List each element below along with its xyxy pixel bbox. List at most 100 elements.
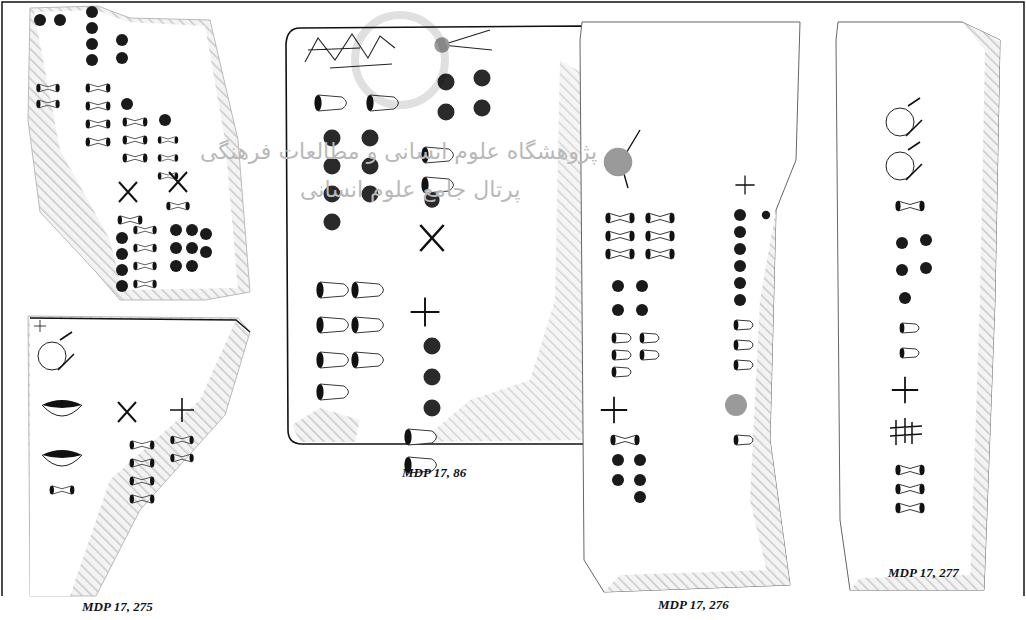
sign <box>411 298 440 327</box>
sign <box>734 360 753 370</box>
sign <box>640 350 659 360</box>
sign <box>424 400 441 417</box>
sign <box>734 320 753 330</box>
sign <box>116 280 128 292</box>
frame <box>2 2 1024 596</box>
sign <box>130 495 155 504</box>
sign <box>123 154 148 163</box>
sign <box>896 237 908 249</box>
sign <box>314 95 346 111</box>
sign <box>86 38 98 50</box>
watermark-logo <box>355 15 445 105</box>
sign <box>50 486 75 495</box>
sign <box>612 304 624 316</box>
sign <box>123 118 148 127</box>
sign <box>200 228 212 240</box>
sign <box>634 474 646 486</box>
sign <box>36 84 59 92</box>
sign <box>158 137 178 144</box>
tablet-label: MDP 17, 275 <box>82 600 153 614</box>
sign <box>735 175 754 194</box>
sign <box>424 369 441 386</box>
sign <box>734 435 753 445</box>
sign <box>121 98 133 110</box>
sign <box>186 260 198 272</box>
sign <box>899 292 911 304</box>
sign <box>166 202 189 210</box>
sign <box>324 214 341 231</box>
sign <box>892 377 918 403</box>
sign <box>133 280 156 288</box>
sign <box>725 394 747 416</box>
sign <box>86 6 98 18</box>
sign <box>116 52 128 64</box>
sign <box>474 70 491 87</box>
sign <box>605 213 634 223</box>
sign <box>640 333 659 343</box>
sign <box>896 264 908 276</box>
sign <box>38 332 74 370</box>
sign <box>116 34 128 46</box>
sign <box>130 477 155 486</box>
sign <box>895 503 924 513</box>
sign <box>170 260 182 272</box>
sign <box>34 14 46 26</box>
sign <box>636 304 648 316</box>
sign <box>895 465 924 475</box>
sign <box>86 54 98 66</box>
sign <box>734 243 746 255</box>
sign <box>170 454 193 462</box>
sign <box>404 429 436 445</box>
sign <box>186 224 198 236</box>
sign <box>612 474 624 486</box>
sign <box>734 209 746 221</box>
sign <box>734 260 746 272</box>
sign <box>734 226 746 238</box>
sign <box>130 459 155 468</box>
sign <box>36 100 59 108</box>
sign <box>133 244 156 252</box>
sign <box>612 280 624 292</box>
sign <box>170 242 182 254</box>
sign <box>612 454 624 466</box>
sign <box>86 84 111 93</box>
sign <box>886 142 922 180</box>
sign <box>130 441 155 450</box>
sign <box>634 491 646 503</box>
sign <box>920 262 932 274</box>
sign <box>119 182 137 202</box>
sign <box>605 231 634 241</box>
sign <box>424 338 441 355</box>
sign <box>316 282 348 298</box>
tablet-fragment <box>28 316 250 596</box>
sign <box>133 262 156 270</box>
sign <box>604 148 633 177</box>
sign <box>316 317 348 333</box>
sign <box>886 98 922 136</box>
sign <box>438 104 455 121</box>
sign <box>34 320 46 332</box>
sign <box>612 367 631 377</box>
sign <box>118 216 143 225</box>
watermark: پژوهشگاه علوم انسانی و مطالعات فرهنگی <box>200 140 597 164</box>
sign <box>920 234 932 246</box>
sign <box>601 397 627 423</box>
sign <box>645 231 674 241</box>
sign <box>900 323 919 333</box>
sign <box>634 454 646 466</box>
sign <box>734 340 753 350</box>
sign <box>116 248 128 260</box>
sign <box>900 348 919 358</box>
sign <box>116 264 128 276</box>
sign <box>133 226 156 234</box>
sign <box>118 402 136 422</box>
sign <box>351 352 383 368</box>
tablet-outline <box>286 26 598 444</box>
sign <box>895 484 924 494</box>
sign <box>316 384 348 400</box>
sign <box>86 138 111 147</box>
tablet-label: MDP 17, 276 <box>658 598 729 612</box>
sign <box>474 100 491 117</box>
sign <box>123 136 148 145</box>
